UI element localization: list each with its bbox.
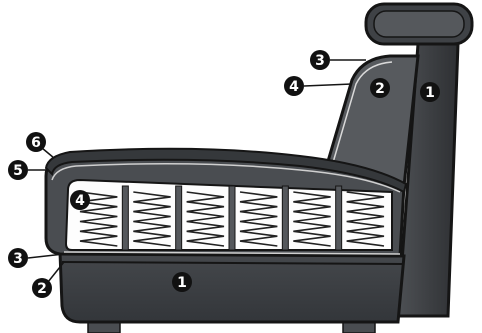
spring-group [80, 186, 384, 250]
callout-seat-top-number: 6 [31, 135, 41, 151]
callout-back-layer: 3 [310, 50, 330, 70]
callout-back-cushion-number: 2 [375, 81, 385, 97]
callout-frame-side-number: 1 [425, 85, 435, 101]
leader-seat-top [42, 148, 54, 158]
callout-seat-edge-number: 5 [13, 163, 23, 179]
spring-divider [229, 186, 235, 250]
spring-divider [122, 186, 128, 250]
callout-back-layer-number: 3 [315, 53, 325, 69]
callout-seat-top: 6 [26, 132, 46, 152]
spring-divider [176, 186, 182, 250]
callout-base-frame: 1 [172, 272, 192, 292]
callout-base-frame-number: 1 [177, 275, 187, 291]
callout-seat-bottom: 2 [32, 278, 52, 298]
callout-seat-bottom-number: 2 [37, 281, 47, 297]
leader-back-padding [304, 84, 352, 86]
headrest-inner [374, 11, 464, 37]
callout-back-padding-number: 4 [289, 79, 299, 95]
callout-seat-edge: 5 [8, 160, 28, 180]
spring-divider [282, 186, 288, 250]
callout-seat-base: 3 [8, 248, 28, 268]
leader-seat-base [28, 254, 64, 258]
spring-divider [336, 186, 342, 250]
callout-back-cushion: 2 [370, 78, 390, 98]
callout-seat-springs: 4 [70, 190, 90, 210]
callout-seat-base-number: 3 [13, 251, 23, 267]
callout-back-padding: 4 [284, 76, 304, 96]
callout-seat-springs-number: 4 [75, 193, 85, 209]
callout-frame-side: 1 [420, 82, 440, 102]
